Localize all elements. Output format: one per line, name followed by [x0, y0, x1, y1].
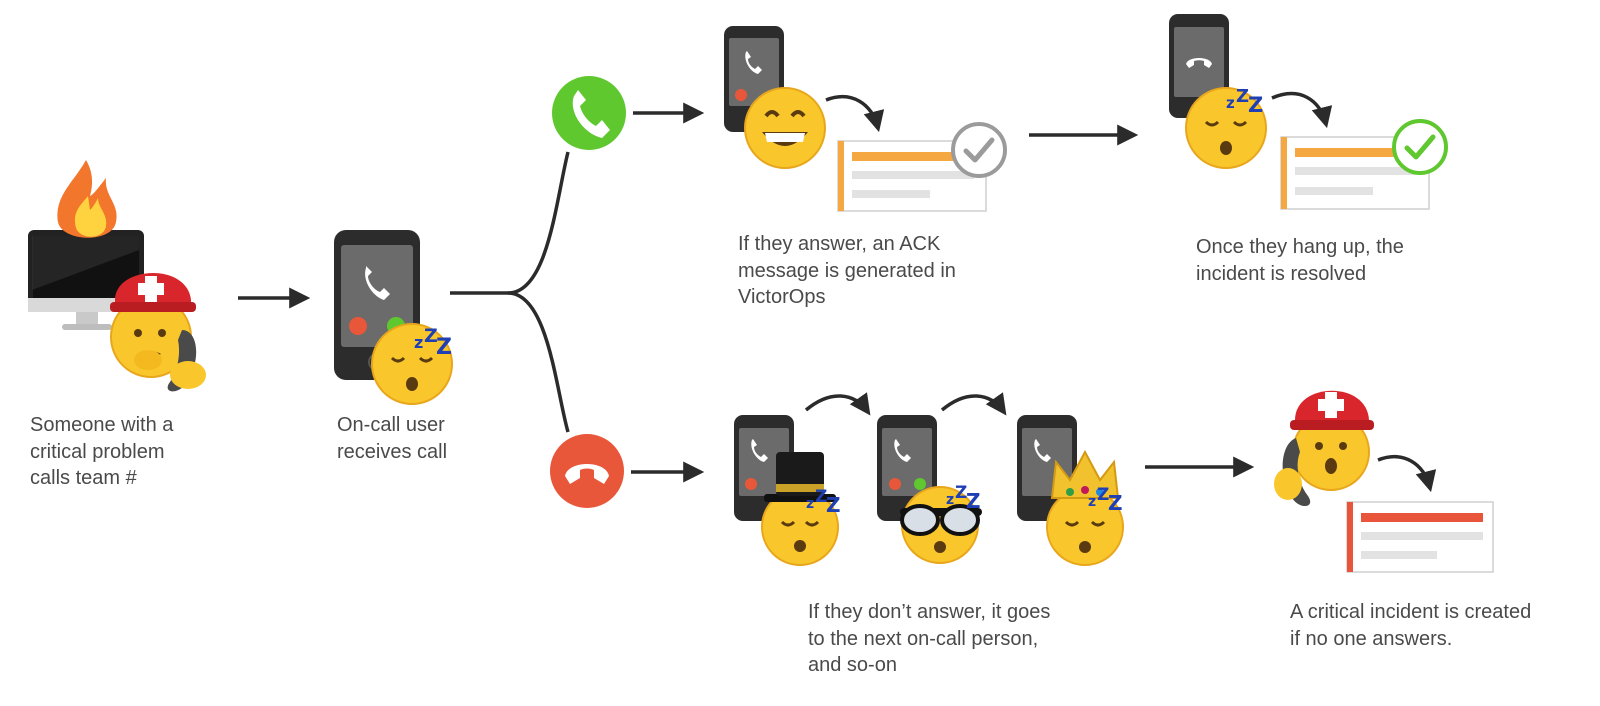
- caption-no-answer: If they don’t answer, it goes to the nex…: [808, 599, 1050, 679]
- fire-icon: [57, 160, 117, 238]
- caption-hangup: Once they hang up, the incident is resol…: [1196, 234, 1404, 287]
- caption-line: calls team #: [30, 467, 137, 489]
- sleeping-face-icon: [1185, 87, 1267, 169]
- zzz-icon: Z: [436, 335, 452, 360]
- zzz-icon: z: [1088, 494, 1096, 510]
- caption-line: A critical incident is created: [1290, 601, 1532, 623]
- rescue-helmet-person-icon: [110, 272, 206, 392]
- caption-line: to the next on-call person,: [808, 627, 1039, 650]
- caption-answer: If they answer, an ACK message is genera…: [738, 231, 956, 311]
- curved-arrow-escalate-1: [804, 392, 871, 416]
- zzz-icon: z: [1226, 94, 1235, 112]
- caption-line: critical problem: [30, 440, 165, 463]
- caption-line: If they answer, an ACK: [738, 233, 941, 255]
- decline-icon: [550, 434, 624, 508]
- crown-sleeping-face-icon: [1046, 449, 1124, 566]
- zzz-icon: Z: [966, 489, 981, 513]
- sleeping-face-icon: [371, 323, 453, 405]
- zzz-icon: Z: [1248, 93, 1263, 117]
- fork-line-lower: [507, 291, 570, 433]
- top-hat-sleeping-face-icon: [761, 452, 839, 566]
- checkmark-gray-icon: [951, 122, 1007, 178]
- caption-line: if no one answers.: [1290, 627, 1453, 650]
- zzz-icon: Z: [424, 325, 438, 347]
- caption-line: On-call user: [337, 414, 445, 436]
- checkmark-green-icon: [1392, 119, 1448, 175]
- curved-arrow-escalate-2: [940, 392, 1007, 416]
- caption-line: receives call: [337, 440, 448, 463]
- zzz-icon: z: [946, 492, 954, 508]
- critical-card: [1346, 501, 1494, 573]
- caption-line: Once they hang up, the: [1196, 236, 1404, 258]
- answer-icon: [552, 76, 626, 150]
- alarmed-helmet-person-icon: [1274, 390, 1374, 507]
- curved-arrow-resolved: [1271, 91, 1333, 129]
- resolved-card: [1280, 136, 1430, 210]
- caption-line: Someone with a: [30, 414, 174, 436]
- grinning-face-icon: [744, 87, 826, 169]
- caption-line: and so-on: [808, 654, 897, 676]
- caller-group: [28, 160, 206, 392]
- caption-caller: Someone with a critical problem calls te…: [30, 412, 173, 492]
- zzz-icon: Z: [815, 487, 827, 507]
- zzz-icon: Z: [1236, 86, 1249, 107]
- caption-line: If they don’t answer, it goes: [808, 601, 1051, 623]
- zzz-icon: Z: [955, 483, 967, 503]
- curved-arrow-ack: [825, 94, 885, 133]
- curved-arrow-critical: [1377, 454, 1437, 493]
- zzz-icon: z: [806, 496, 814, 512]
- zzz-icon: Z: [826, 493, 841, 517]
- zzz-icon: Z: [1097, 485, 1109, 505]
- caption-line: incident is resolved: [1196, 262, 1367, 285]
- zzz-icon: Z: [1108, 491, 1123, 515]
- caption-oncall: On-call user receives call: [337, 412, 447, 465]
- glasses-sleeping-face-icon: [900, 486, 982, 564]
- caption-line: VictorOps: [738, 286, 826, 308]
- caption-line: message is generated in: [738, 259, 956, 282]
- fork-line-upper: [450, 151, 570, 295]
- caption-critical: A critical incident is created if no one…: [1290, 599, 1531, 652]
- zzz-icon: z: [414, 333, 423, 352]
